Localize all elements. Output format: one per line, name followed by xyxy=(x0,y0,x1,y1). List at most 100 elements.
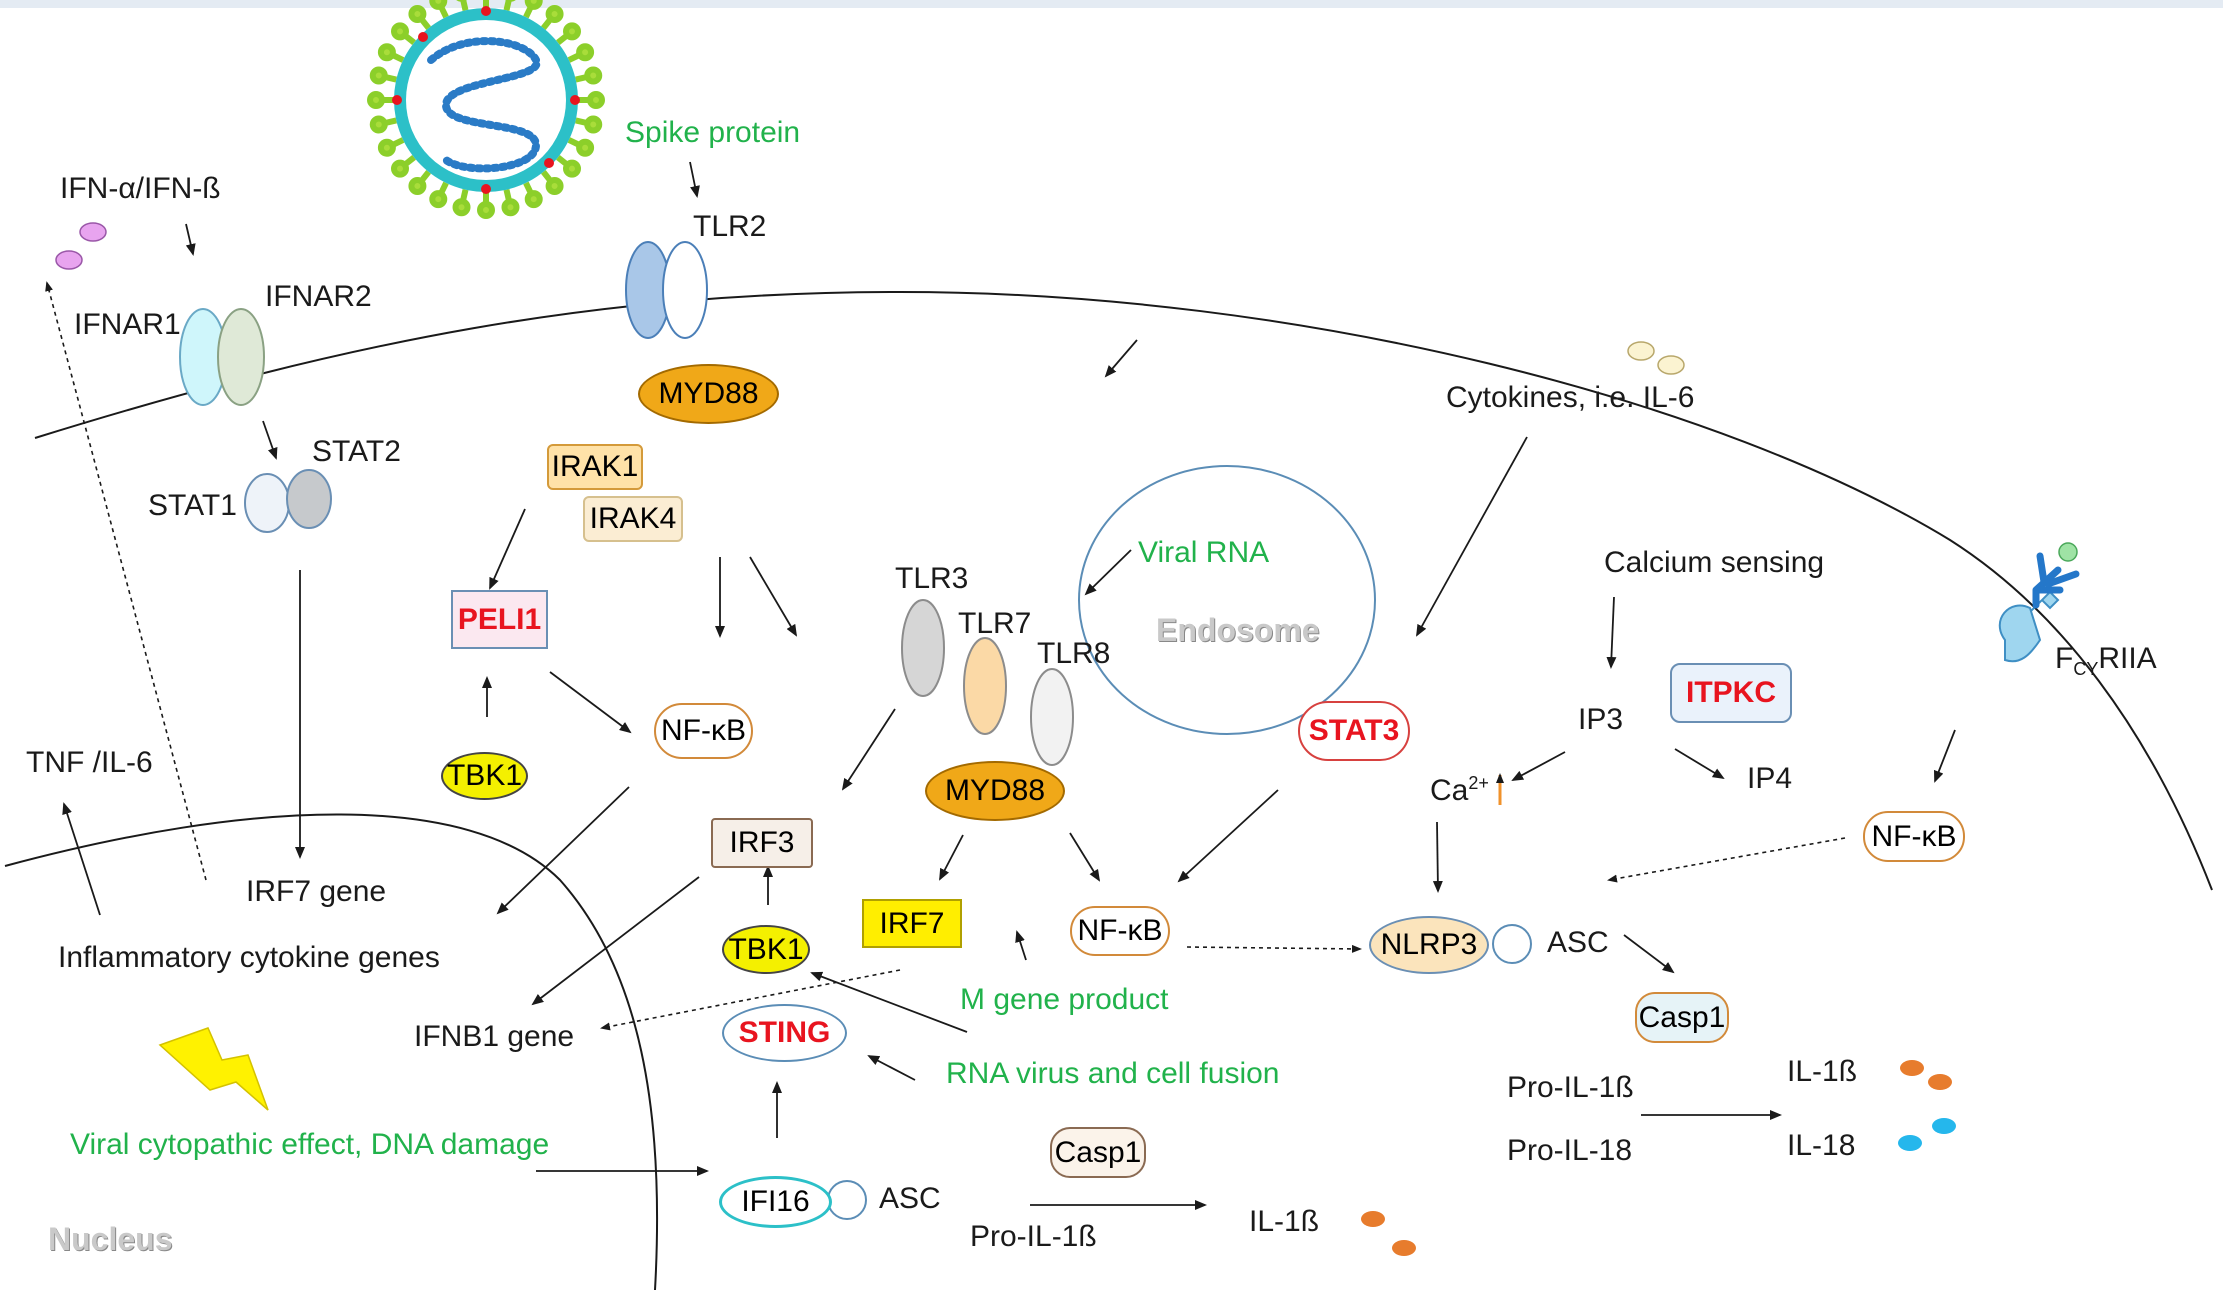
il18-dot-2 xyxy=(1932,1118,1956,1134)
il1b-dot-3 xyxy=(1361,1211,1385,1227)
ca-label: Ca2+ xyxy=(1430,774,1489,806)
ifn-dot-1 xyxy=(79,222,107,242)
virus-spike-head xyxy=(367,91,385,109)
virus-spike xyxy=(503,0,512,11)
ca-text: Ca xyxy=(1430,774,1469,807)
stat1-shape xyxy=(244,473,290,533)
virus-spike xyxy=(460,0,469,11)
cytokine-dots-icon xyxy=(1627,341,1685,375)
fcgriia-f: F xyxy=(2055,642,2074,675)
il18-label: IL-18 xyxy=(1787,1129,1856,1162)
fcgriia-sub: CY xyxy=(2073,659,2099,679)
casp1-right: Casp1 xyxy=(1635,992,1729,1043)
ifnar2-receptor xyxy=(217,308,265,406)
il1b-label-1: IL-1ß xyxy=(1787,1055,1858,1088)
ip4-label: IP4 xyxy=(1747,762,1793,795)
tbk1-mid: TBK1 xyxy=(722,925,810,974)
il1b-dot-4 xyxy=(1392,1240,1416,1256)
sting-ellipse: STING xyxy=(722,1004,847,1062)
asc-label-2: ASC xyxy=(879,1182,941,1215)
virus-spike-head xyxy=(584,115,603,134)
pro-il1b-label-1: Pro-IL-1ß xyxy=(1507,1071,1634,1104)
cell-membrane xyxy=(34,290,2213,891)
asc-label-1: ASC xyxy=(1547,926,1609,959)
virus-spike-head xyxy=(452,198,471,217)
viral-rna-label: Viral RNA xyxy=(1138,536,1270,569)
tbk1-left: TBK1 xyxy=(441,752,528,800)
stat2-label: STAT2 xyxy=(312,435,401,468)
lightning-icon xyxy=(158,1027,269,1111)
nfkb-mid: NF-κB xyxy=(1070,906,1170,956)
ifi16-ellipse: IFI16 xyxy=(719,1176,832,1228)
stat2-shape xyxy=(286,469,332,529)
rna-virus-fusion-label: RNA virus and cell fusion xyxy=(946,1057,1280,1090)
peli1-box: PELI1 xyxy=(451,590,548,649)
virus-spike-head xyxy=(563,22,582,41)
irf3-box: IRF3 xyxy=(711,818,813,868)
inflam-genes-label: Inflammatory cytokine genes xyxy=(58,941,440,974)
virus-spike-head xyxy=(369,115,388,134)
virus-icon xyxy=(367,0,605,219)
stat1-label: STAT1 xyxy=(148,489,237,522)
dashed-arrows xyxy=(45,281,1846,1031)
il1b-dot-1 xyxy=(1900,1060,1924,1076)
myd88-top: MYD88 xyxy=(638,364,779,424)
virus-spike-head xyxy=(377,43,396,62)
top-strip xyxy=(0,0,2223,8)
tnf-il6-label: TNF /IL-6 xyxy=(26,746,153,779)
il18-dot-1 xyxy=(1898,1135,1922,1151)
virus-spike-head xyxy=(587,91,605,109)
ifnar1-label: IFNAR1 xyxy=(74,308,181,341)
virus-spike-head xyxy=(584,66,603,85)
asc-circle-2 xyxy=(827,1180,867,1220)
endosome-membrane xyxy=(1078,465,1376,735)
tlr8-shape xyxy=(1030,668,1074,766)
nfkb-left: NF-κB xyxy=(654,703,753,759)
virus-spike-head xyxy=(390,159,409,178)
virus-spike-head xyxy=(390,22,409,41)
fcgriia-label: FCYRIIA xyxy=(2055,642,2157,679)
viral-cytopathic-label: Viral cytopathic effect, DNA damage xyxy=(70,1128,550,1161)
nucleus-label: Nucleus xyxy=(48,1221,173,1257)
asc-circle-1 xyxy=(1492,924,1532,964)
irak1-box: IRAK1 xyxy=(547,444,643,490)
tlr3-label: TLR3 xyxy=(895,562,969,595)
spike-protein-label: Spike protein xyxy=(625,116,801,149)
ifn-dot-2 xyxy=(55,250,83,270)
nlrp3-ellipse: NLRP3 xyxy=(1369,916,1489,974)
virus-spike-head xyxy=(408,177,427,196)
virus-spike-head xyxy=(377,138,396,157)
itpkc-box: ITPKC xyxy=(1670,663,1792,723)
virus-spike-head xyxy=(524,190,543,209)
ip3-label: IP3 xyxy=(1578,703,1624,736)
casp1-bottom: Casp1 xyxy=(1050,1127,1146,1178)
virus-spike-head xyxy=(545,177,564,196)
ca-sup: 2+ xyxy=(1468,773,1489,793)
m-gene-product-label: M gene product xyxy=(960,983,1169,1016)
virus-spike-head xyxy=(524,0,543,10)
irak4-box: IRAK4 xyxy=(583,496,683,542)
ifnb1-gene-label: IFNB1 gene xyxy=(414,1020,575,1053)
irf7-gene-label: IRF7 gene xyxy=(246,875,387,908)
tlr3-shape xyxy=(901,599,945,697)
fcgriia-rest: RIIA xyxy=(2098,642,2157,675)
cytokines-label: Cytokines, i.e. IL-6 xyxy=(1446,381,1695,414)
pro-il18-label: Pro-IL-18 xyxy=(1507,1134,1633,1167)
il1b-label-2: IL-1ß xyxy=(1249,1205,1320,1238)
arrows xyxy=(62,161,1956,1210)
nucleus-membrane xyxy=(4,813,659,1291)
myd88-mid: MYD88 xyxy=(925,761,1065,821)
fc-receptor-icon xyxy=(1998,542,2080,663)
virus-spike-head xyxy=(576,43,595,62)
tlr2-receptor-b xyxy=(662,241,708,339)
virus-spike-head xyxy=(563,159,582,178)
tlr2-label: TLR2 xyxy=(693,210,767,243)
virus-spike-head xyxy=(576,138,595,157)
calcium-sensing-label: Calcium sensing xyxy=(1604,546,1825,579)
stat3-box: STAT3 xyxy=(1298,701,1410,761)
virus-spike-head xyxy=(429,0,448,10)
virus-spike-head xyxy=(477,201,495,219)
virus-spike-head xyxy=(429,190,448,209)
